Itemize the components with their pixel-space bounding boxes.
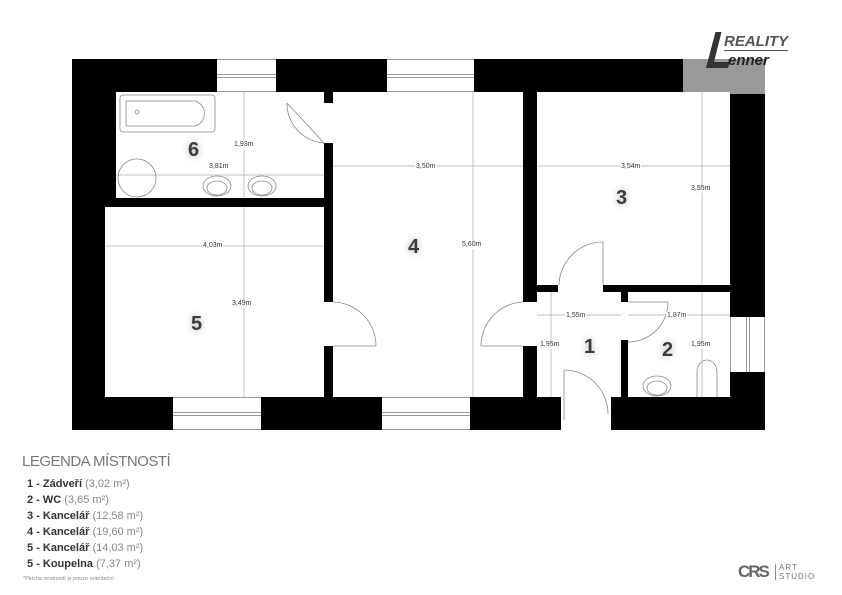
window-top-4	[387, 59, 474, 92]
dim-room6-width: 3,81m	[208, 163, 230, 171]
dim-room1-height: 1,95m	[539, 341, 561, 349]
room-number-2: 2	[662, 339, 674, 361]
logo-l-mark-icon	[706, 32, 730, 68]
logo-studio: STUDIO	[779, 572, 816, 581]
room-number-6: 6	[188, 139, 200, 161]
dim-room1-width: 1,55m	[565, 312, 587, 320]
dim-room3-height: 3,55m	[690, 185, 712, 193]
reality-lenner-logo: REALITY enner	[700, 32, 815, 72]
logo-line2: enner	[728, 52, 769, 69]
room-number-1: 1	[584, 336, 596, 358]
room-number-3: 3	[616, 187, 628, 209]
legend-title: LEGENDA MÍSTNOSTÍ	[22, 453, 171, 470]
dim-room4-width: 3,50m	[415, 163, 437, 171]
entrance-door-opening	[561, 397, 611, 430]
door-opening-5-4	[324, 302, 333, 346]
logo-art: ART	[779, 563, 798, 572]
door-opening-3-1	[558, 285, 603, 292]
room-2-wc	[628, 292, 730, 397]
logo-divider	[775, 564, 776, 580]
logo-crs-mark: CRS	[738, 562, 770, 581]
dim-room4-height: 5,60m	[461, 241, 483, 249]
dim-room3-width: 3,54m	[620, 163, 642, 171]
dim-room2-height: 1,95m	[690, 341, 712, 349]
legend-note: *Plocha místností je pouze orientační	[23, 576, 114, 582]
door-opening-6-4	[324, 103, 333, 143]
dim-room6-height: 1,93m	[233, 141, 255, 149]
window-right-2	[730, 317, 765, 372]
legend-item: 5 - Koupelna (7,37 m²)	[27, 558, 141, 570]
legend-item: 5 - Kancelář (14,03 m²)	[27, 542, 144, 554]
room-5-office	[105, 207, 324, 397]
dim-room5-height: 3,49m	[231, 300, 253, 308]
room-number-5: 5	[191, 313, 203, 335]
legend-item: 4 - Kancelář (19,60 m²)	[27, 526, 144, 538]
legend-item: 2 - WC (3,65 m²)	[27, 494, 109, 506]
legend-item: 3 - Kancelář (12,58 m²)	[27, 510, 144, 522]
door-opening-4-1	[523, 302, 537, 346]
logo-line1: REALITY	[724, 33, 789, 51]
room-number-4: 4	[408, 236, 420, 258]
room-6-bathroom	[116, 92, 324, 198]
window-bottom-4	[382, 397, 470, 430]
dim-room5-width: 4,03m	[202, 242, 224, 250]
legend-list: 1 - Zádveří (3,02 m²) 2 - WC (3,65 m²) 3…	[27, 476, 143, 572]
door-opening-1-2	[621, 302, 628, 340]
window-top-6	[217, 59, 276, 92]
legend-item: 1 - Zádveří (3,02 m²)	[27, 478, 130, 490]
window-bottom-5	[173, 397, 261, 430]
dim-room2-width: 1,87m	[666, 312, 688, 320]
